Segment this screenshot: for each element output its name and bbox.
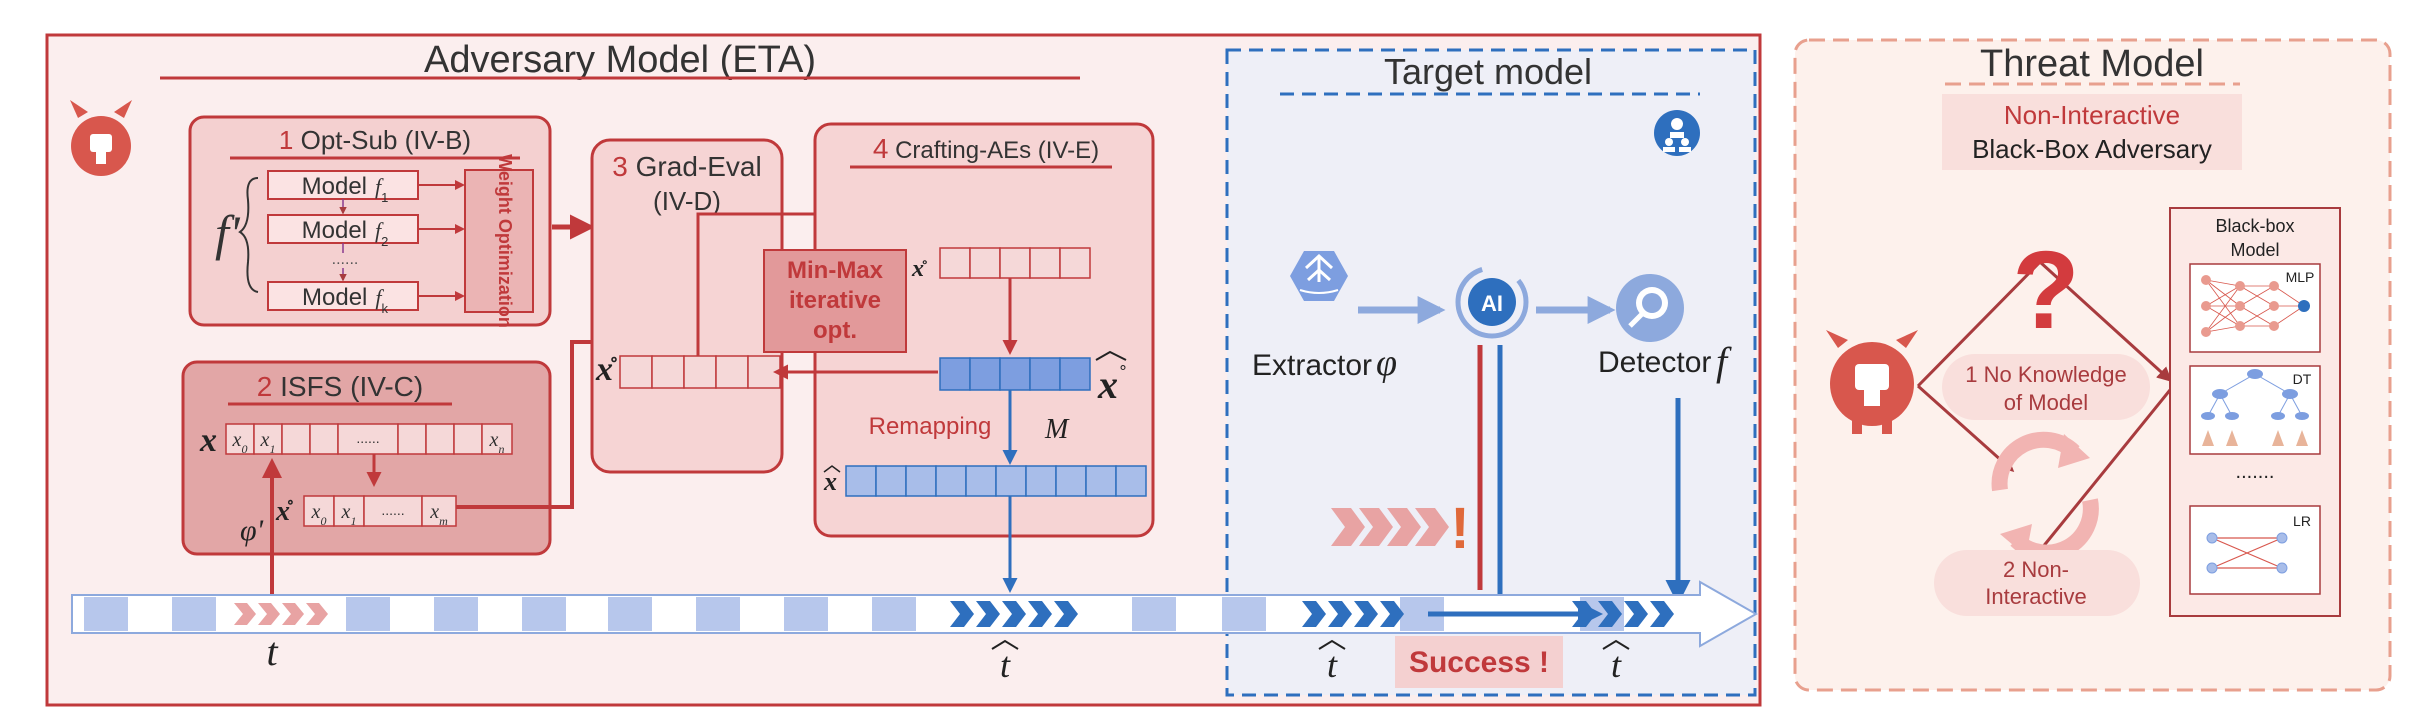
non-interactive-line-2: Interactive	[1985, 584, 2087, 609]
detector-label: Detector	[1598, 346, 1711, 379]
models-ellipsis: ......	[332, 251, 359, 268]
detector-icon	[1616, 274, 1684, 342]
svg-text:4 Crafting-AEs (IV-E): 4 Crafting-AEs (IV-E)	[873, 133, 1099, 164]
target-title: Target model	[1384, 51, 1592, 92]
remapping-label: Remapping	[869, 413, 992, 440]
opt-sub-number: 1	[279, 125, 293, 155]
adversarial-chevrons	[1331, 508, 1449, 546]
minmax-box: Min-Max iterative opt.	[763, 249, 907, 353]
models-more-ellipsis: .......	[2236, 461, 2275, 483]
svg-text:∘: ∘	[1118, 359, 1128, 376]
threat-title: Threat Model	[1980, 43, 2204, 85]
threat-devil-icon	[1826, 330, 1918, 434]
model-1-label: Model	[302, 173, 367, 200]
group-icon	[1654, 110, 1700, 156]
grad-eval-box: 3 Grad-Eval (IV-D) x∘	[590, 138, 784, 474]
minmax-line-2: iterative	[789, 287, 881, 314]
isfs-selected-ellipsis: ......	[381, 502, 404, 518]
blackbox-line-2: Model	[2230, 240, 2279, 260]
weight-optimization-label: Weight Optimization	[495, 154, 515, 328]
svg-text:2 ISFS (IV-C): 2 ISFS (IV-C)	[257, 371, 423, 402]
opt-sub-title: Opt-Sub (IV-B)	[301, 125, 472, 155]
svg-text:MLP: MLP	[2286, 269, 2315, 285]
crafting-box: 4 Crafting-AEs (IV-E) x∘ x ∘ Remapping M…	[813, 122, 1155, 593]
threat-tag-line-1: Non-Interactive	[2004, 100, 2180, 130]
isfs-number: 2	[257, 371, 273, 402]
model-k-label: Model	[302, 284, 367, 311]
adversary-title: Adversary Model (ETA)	[424, 39, 816, 81]
minmax-line-3: opt.	[813, 317, 857, 344]
crafting-title: Crafting-AEs (IV-E)	[895, 137, 1099, 164]
grad-eval-title: Grad-Eval	[636, 151, 762, 182]
crafting-number: 4	[873, 133, 889, 164]
f-prime-symbol: f'	[215, 205, 241, 261]
ai-label: AI	[1481, 291, 1503, 316]
lr-icon: LR	[2189, 505, 2321, 595]
timeline: t t t t	[71, 580, 1759, 685]
timeline-t-hat-2: t	[1327, 645, 1338, 685]
isfs-x-symbol: x	[199, 422, 217, 459]
svg-text:x: x	[1097, 362, 1118, 407]
grad-eval-number: 3	[612, 151, 628, 182]
svg-text:DT: DT	[2293, 371, 2312, 387]
no-knowledge-line-2: of Model	[2004, 390, 2088, 415]
success-label: Success !	[1409, 646, 1549, 679]
extractor-icon	[1290, 251, 1348, 301]
no-knowledge-line-1: 1 No Knowledge	[1965, 362, 2126, 387]
alert-mark: !	[1450, 496, 1469, 561]
adversary-devil-icon	[70, 100, 132, 176]
svg-text:x: x	[823, 467, 837, 496]
timeline-t-hat-1: t	[1000, 645, 1011, 685]
dt-icon: DT	[2189, 365, 2321, 455]
timeline-t-hat-3: t	[1611, 645, 1622, 685]
svg-text:1 Opt-Sub (IV-B): 1 Opt-Sub (IV-B)	[279, 125, 471, 155]
isfs-title: ISFS (IV-C)	[280, 371, 423, 402]
extractor-phi-symbol: φ	[1376, 342, 1397, 384]
blackbox-line-1: Black-box	[2215, 216, 2294, 236]
remapped-vector	[845, 465, 1147, 497]
refresh-icon	[1991, 431, 2099, 561]
isfs-phi-symbol: φ'	[240, 514, 264, 547]
svg-text:LR: LR	[2293, 513, 2311, 529]
svg-text:3 Grad-Eval: 3 Grad-Eval	[612, 151, 761, 182]
mlp-icon: MLP	[2189, 263, 2321, 353]
target-panel: Target model Extractor φ AI	[1225, 48, 1757, 697]
threat-panel: Threat Model Non-Interactive Black-Box A…	[1793, 38, 2392, 692]
ai-icon: AI	[1455, 265, 1529, 339]
threat-tag-line-2: Black-Box Adversary	[1972, 134, 2212, 164]
isfs-ellipsis: ......	[356, 430, 379, 446]
remapping-m-symbol: M	[1044, 414, 1070, 445]
extractor-label: Extractor	[1252, 349, 1372, 382]
non-interactive-line-1: 2 Non-	[2003, 557, 2069, 582]
timeline-t-1: t	[266, 629, 278, 674]
grad-eval-subtitle: (IV-D)	[653, 186, 721, 216]
svg-text:x∘: x∘	[275, 495, 295, 527]
minmax-line-1: Min-Max	[787, 257, 884, 284]
question-mark-icon: ?	[2012, 229, 2079, 352]
model-2-label: Model	[302, 217, 367, 244]
